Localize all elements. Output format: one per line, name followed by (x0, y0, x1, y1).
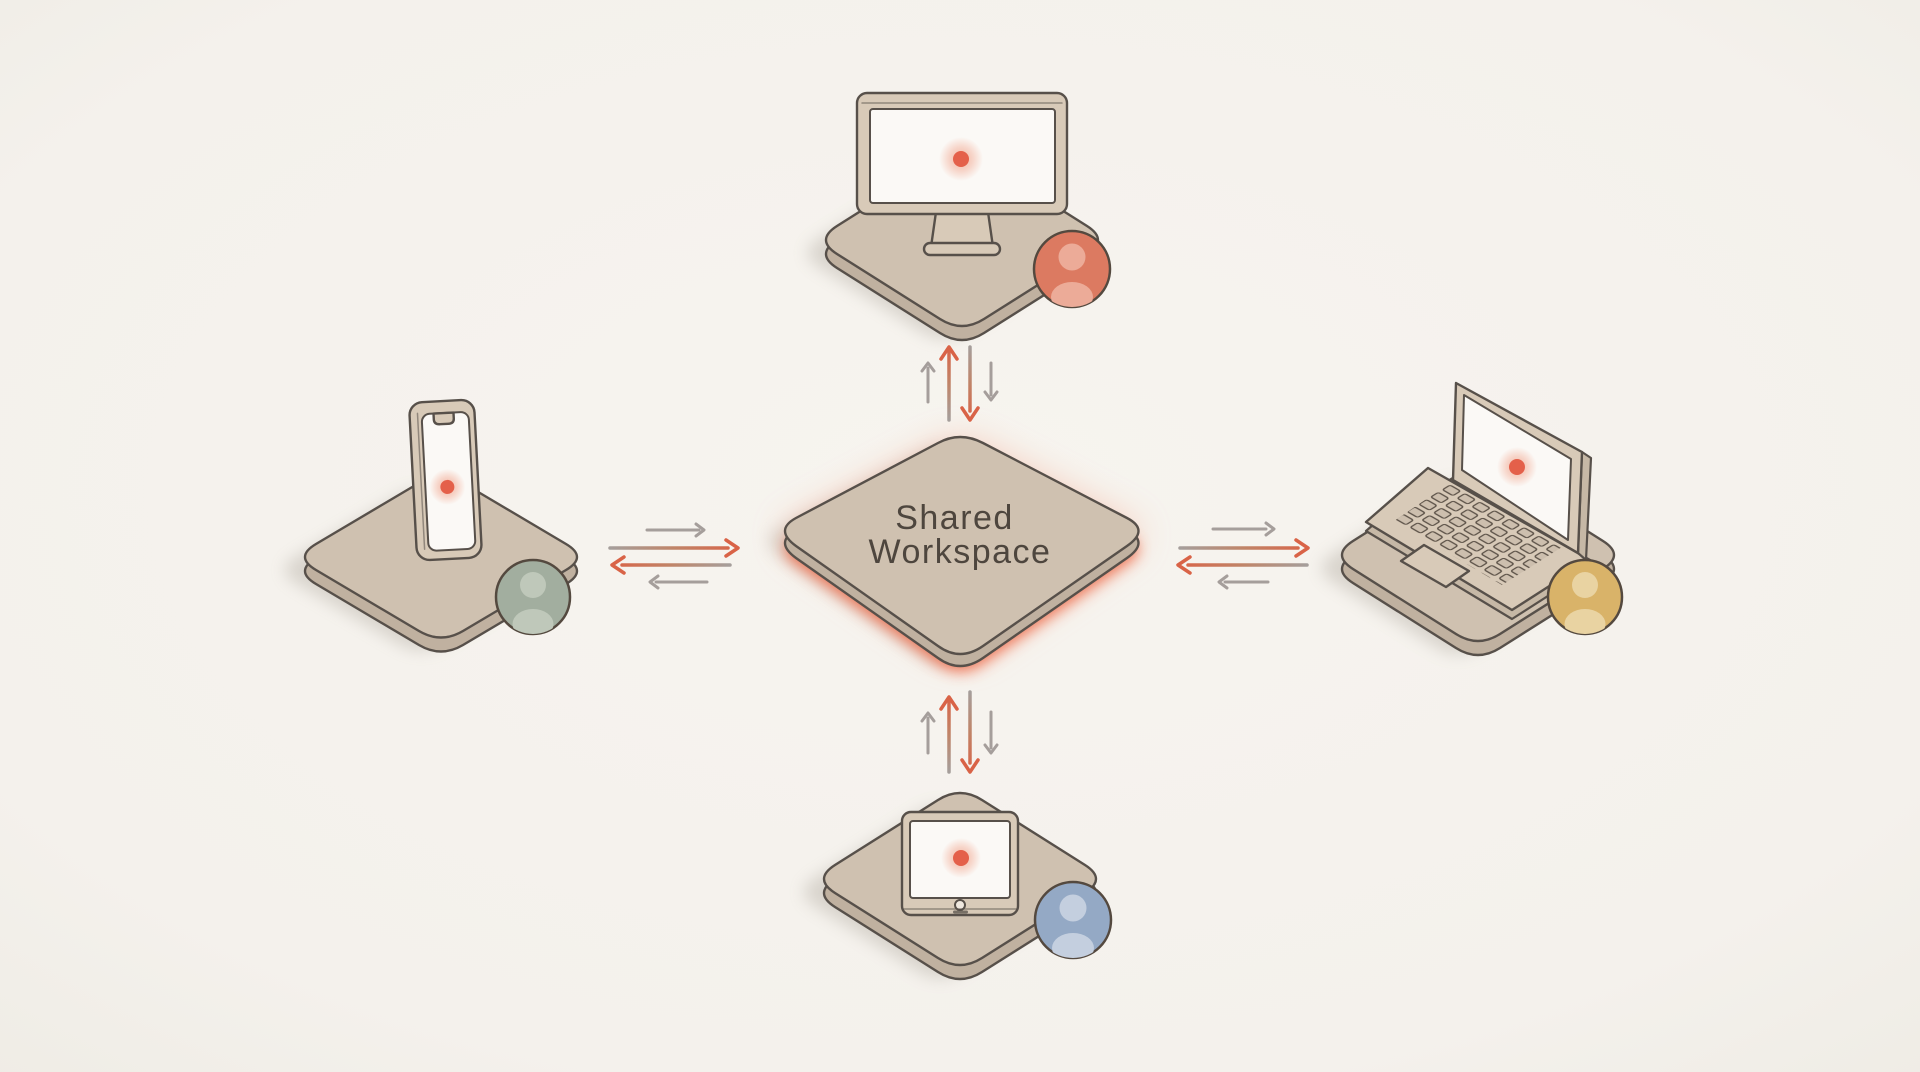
sync-arrow-right-large-icon (608, 538, 740, 558)
sync-arrow-right-large-icon (1178, 538, 1310, 558)
phone-notch (432, 411, 455, 426)
laptop-trackpad (1399, 543, 1471, 589)
activity-dot (953, 151, 969, 167)
laptop-keyboard (1394, 483, 1562, 585)
user-avatar-icon (1564, 572, 1606, 634)
shared-workspace-label: Shared Workspace (869, 499, 1052, 571)
desktop-monitor-icon (855, 91, 1069, 257)
sync-arrows-bottom (920, 690, 999, 774)
laptop-node (1322, 381, 1624, 657)
sync-arrows-left (608, 522, 740, 590)
activity-dot (440, 479, 455, 494)
user-avatar-icon (1051, 243, 1093, 307)
avatar-head (1572, 572, 1598, 598)
avatar-head (1059, 894, 1087, 922)
activity-dot (1509, 459, 1525, 475)
sync-arrow-up-small-icon (920, 361, 936, 404)
laptop-user-avatar (1546, 558, 1624, 636)
desktop-user-avatar (1032, 229, 1112, 309)
sync-arrow-up-large-icon (939, 345, 959, 422)
sync-arrow-left-large-icon (610, 555, 732, 575)
avatar-shoulders (1051, 282, 1093, 307)
tablet-user-avatar (1033, 880, 1113, 960)
monitor-stand-neck (929, 210, 995, 249)
sync-arrow-right-small-icon (645, 522, 706, 538)
shared-workspace-node: Shared Workspace (769, 435, 1140, 672)
desktop-node (808, 91, 1112, 342)
user-avatar-icon (512, 572, 554, 634)
tablet-icon (900, 810, 1020, 917)
sync-arrow-down-small-icon (983, 710, 999, 755)
sync-arrow-left-small-icon (1217, 574, 1270, 590)
phone-user-avatar (494, 558, 572, 636)
tablet-connector-slot (953, 910, 968, 914)
phone-side-edge (416, 412, 426, 550)
sync-arrow-down-large-icon (960, 690, 980, 774)
activity-dot (953, 850, 969, 866)
sync-arrows-top (920, 345, 999, 422)
sync-arrow-left-small-icon (648, 574, 709, 590)
sync-arrow-down-large-icon (960, 345, 980, 422)
laptop-icon (1364, 381, 1593, 621)
tablet-node (804, 791, 1113, 981)
avatar-head (1058, 243, 1086, 271)
avatar-shoulders (1564, 609, 1606, 634)
avatar-shoulders (1052, 933, 1094, 958)
sync-arrows-right (1176, 521, 1310, 590)
smartphone-icon (408, 398, 483, 562)
monitor-stand-base (922, 241, 1002, 257)
avatar-head (520, 572, 546, 598)
sync-arrow-up-small-icon (920, 711, 936, 755)
sync-arrow-left-large-icon (1176, 555, 1309, 575)
user-avatar-icon (1052, 894, 1094, 958)
tablet-home-button (954, 899, 966, 911)
sync-arrow-right-small-icon (1211, 521, 1276, 537)
phone-node (285, 398, 579, 653)
avatar-shoulders (512, 609, 554, 634)
sync-arrow-up-large-icon (939, 695, 959, 774)
sync-arrow-down-small-icon (983, 361, 999, 402)
